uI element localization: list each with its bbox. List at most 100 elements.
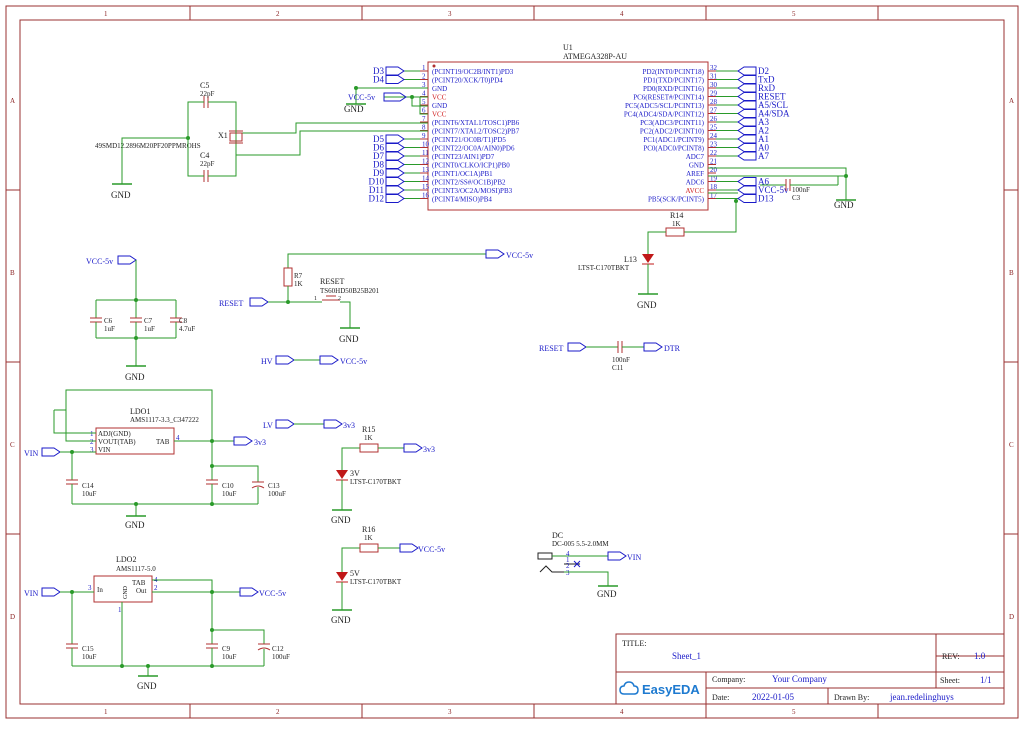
led5v-part: LTST-C170TBKT bbox=[350, 578, 402, 586]
c15-ref: C15 bbox=[82, 645, 94, 653]
c11-value: 100nF bbox=[612, 356, 630, 364]
c3-ref: C3 bbox=[792, 194, 801, 202]
net-label-d2: D2 bbox=[737, 66, 769, 76]
sw-pin1: 1 bbox=[314, 296, 317, 302]
vcc-net-label: VCC-5v bbox=[506, 251, 533, 260]
net-label-text: TxD bbox=[758, 75, 775, 85]
u1-pin-name: VCC bbox=[432, 111, 447, 119]
dc-ref: DC bbox=[552, 531, 563, 540]
u1-pin-name: ADC6 bbox=[686, 179, 705, 187]
net-label-text: D7 bbox=[373, 151, 384, 161]
dc-pin: 1 bbox=[566, 556, 570, 564]
u1-pin-number: 7 bbox=[422, 115, 426, 123]
u1-pin-number: 29 bbox=[710, 90, 718, 98]
c9-ref: C9 bbox=[222, 645, 231, 653]
hv-label: HV bbox=[261, 357, 273, 366]
gnd-label: GND bbox=[344, 104, 364, 114]
u1-pin-number: 2 bbox=[422, 73, 426, 81]
u1-pin[interactable]: PD1(TXD/PCINT17) 31 TxD bbox=[643, 73, 775, 85]
net-label-text: A6 bbox=[758, 177, 769, 187]
u1-pin-name: GND bbox=[432, 85, 447, 93]
c13-ref: C13 bbox=[268, 482, 280, 490]
u1-pin-name: PC3(ADC3/PCINT11) bbox=[640, 119, 705, 127]
vcc-net-label: VCC-5v bbox=[418, 545, 445, 554]
l13-part: LTST-C170TBKT bbox=[578, 264, 630, 272]
u1-pin-number: 31 bbox=[710, 73, 718, 81]
r7-value: 1K bbox=[294, 280, 303, 288]
gnd-label: GND bbox=[637, 300, 657, 310]
ldo2-pin-tab: TAB bbox=[132, 579, 146, 587]
vin-label: VIN bbox=[24, 589, 38, 598]
vin-label: VIN bbox=[24, 449, 38, 458]
r7-ref: R7 bbox=[294, 272, 303, 280]
dc-jack: DC DC-005 5.5-2.0MM 4 1 2 3 VIN GND bbox=[537, 531, 641, 599]
c14-ref: C14 bbox=[82, 482, 94, 490]
l13-ref: L13 bbox=[624, 255, 637, 264]
gnd-label: GND bbox=[597, 589, 617, 599]
col-label: 3 bbox=[448, 708, 452, 716]
net-label-rxd: RxD bbox=[737, 83, 776, 93]
u1-pin-name: PD1(TXD/PCINT17) bbox=[643, 77, 704, 85]
ldo1-part: AMS1117-3.3_C347222 bbox=[130, 416, 199, 424]
u1-pin-name: ADC7 bbox=[686, 153, 705, 161]
u1-atmega328p[interactable]: U1 ATMEGA328P-AU (PCINT19/OC2B/INT1)PD31… bbox=[369, 43, 791, 211]
c14-value: 10uF bbox=[82, 490, 97, 498]
u1-pin-number: 24 bbox=[710, 132, 718, 140]
crystal-ref: X1 bbox=[218, 131, 228, 140]
u1-pin-name: (PCINT21/OC0B/T1)PD5 bbox=[432, 136, 506, 144]
net-label-d12: D12 bbox=[369, 194, 405, 204]
reset-net-label: RESET bbox=[539, 344, 564, 353]
switch-part: TS60HD50B25B201 bbox=[320, 287, 380, 295]
c7-ref: C7 bbox=[144, 317, 153, 325]
u1-pin-number: 9 bbox=[422, 132, 426, 140]
ldo2-part: AMS1117-5.0 bbox=[116, 565, 156, 573]
ldo1-pin-num: 1 bbox=[90, 430, 94, 438]
hv-net: HV VCC-5v bbox=[261, 355, 367, 366]
u1-pin-number: 13 bbox=[422, 166, 430, 174]
ldo1-circuit: LDO1 AMS1117-3.3_C347222 ADJ(GND) VOUT(T… bbox=[24, 389, 286, 530]
u1-pin-name: (PCINT0/CLKO/ICP1)PB0 bbox=[432, 162, 510, 170]
net-label-a0: A0 bbox=[737, 143, 769, 153]
u1-pin-name: (PCINT4/MISO)PB4 bbox=[432, 196, 492, 204]
dc-pin: 2 bbox=[566, 562, 570, 570]
net-label-text: A0 bbox=[758, 143, 769, 153]
net-label-text: D8 bbox=[373, 160, 384, 170]
net-label-a7: A7 bbox=[737, 151, 769, 161]
drawn-label: Drawn By: bbox=[834, 693, 869, 702]
u1-pin-name: PD2(INT0/PCINT18) bbox=[643, 68, 705, 76]
vcc-net-label: VCC-5v bbox=[348, 93, 375, 102]
net-label-text: D9 bbox=[373, 168, 384, 178]
c5-ref: C5 bbox=[200, 81, 209, 90]
ldo1-pin-vin: VIN bbox=[98, 446, 110, 454]
u1-pin-name: PC0(ADC0/PCINT8) bbox=[643, 145, 704, 153]
net-label-d13: D13 bbox=[737, 194, 774, 204]
u1-left-power: GND VCC-5v bbox=[344, 86, 428, 115]
